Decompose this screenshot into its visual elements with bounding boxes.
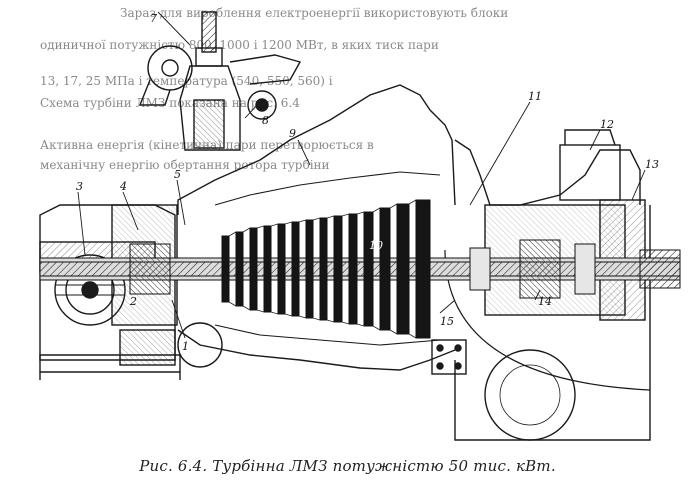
callout-13: 13 [645,158,659,171]
hp-casing-lower [177,329,456,371]
callout-14: 14 [538,295,552,308]
callout-11: 11 [528,90,542,103]
hp-casing [177,84,456,215]
steam-valve-stem [201,11,217,53]
callout-7: 7 [150,12,157,25]
callout-8: 8 [262,114,269,127]
callout-5: 5 [174,168,181,181]
background-text-line: Схема турбіни ЛМЗ показана на рис. 6.4 [40,96,300,110]
callout-9: 9 [289,127,296,140]
figure-caption: Рис. 6.4. Турбінна ЛМЗ потужністю 50 тис… [139,457,556,475]
rotor [39,199,681,339]
callout-labels: 7 8 9 11 12 13 3 4 5 2 1 10 15 14 [76,12,659,353]
callout-3: 3 [76,180,83,193]
callout-12: 12 [600,118,614,131]
callout-1: 1 [182,340,189,353]
flange-plate [431,339,467,375]
callout-2: 2 [129,295,137,308]
governor-wheel [147,45,193,91]
blade-rows [221,199,431,339]
inner-casing [214,171,441,206]
background-text-line: Зараз для вироблення електроенергії вико… [120,6,509,20]
exhaust-hood [454,139,641,206]
background-text-line: одиничної потужністю 800, 1000 і 1200 МВ… [40,38,439,52]
exhaust-port [484,349,576,441]
callout-15: 15 [440,315,454,328]
callout-4: 4 [119,180,127,193]
callout-10: 10 [369,239,383,252]
